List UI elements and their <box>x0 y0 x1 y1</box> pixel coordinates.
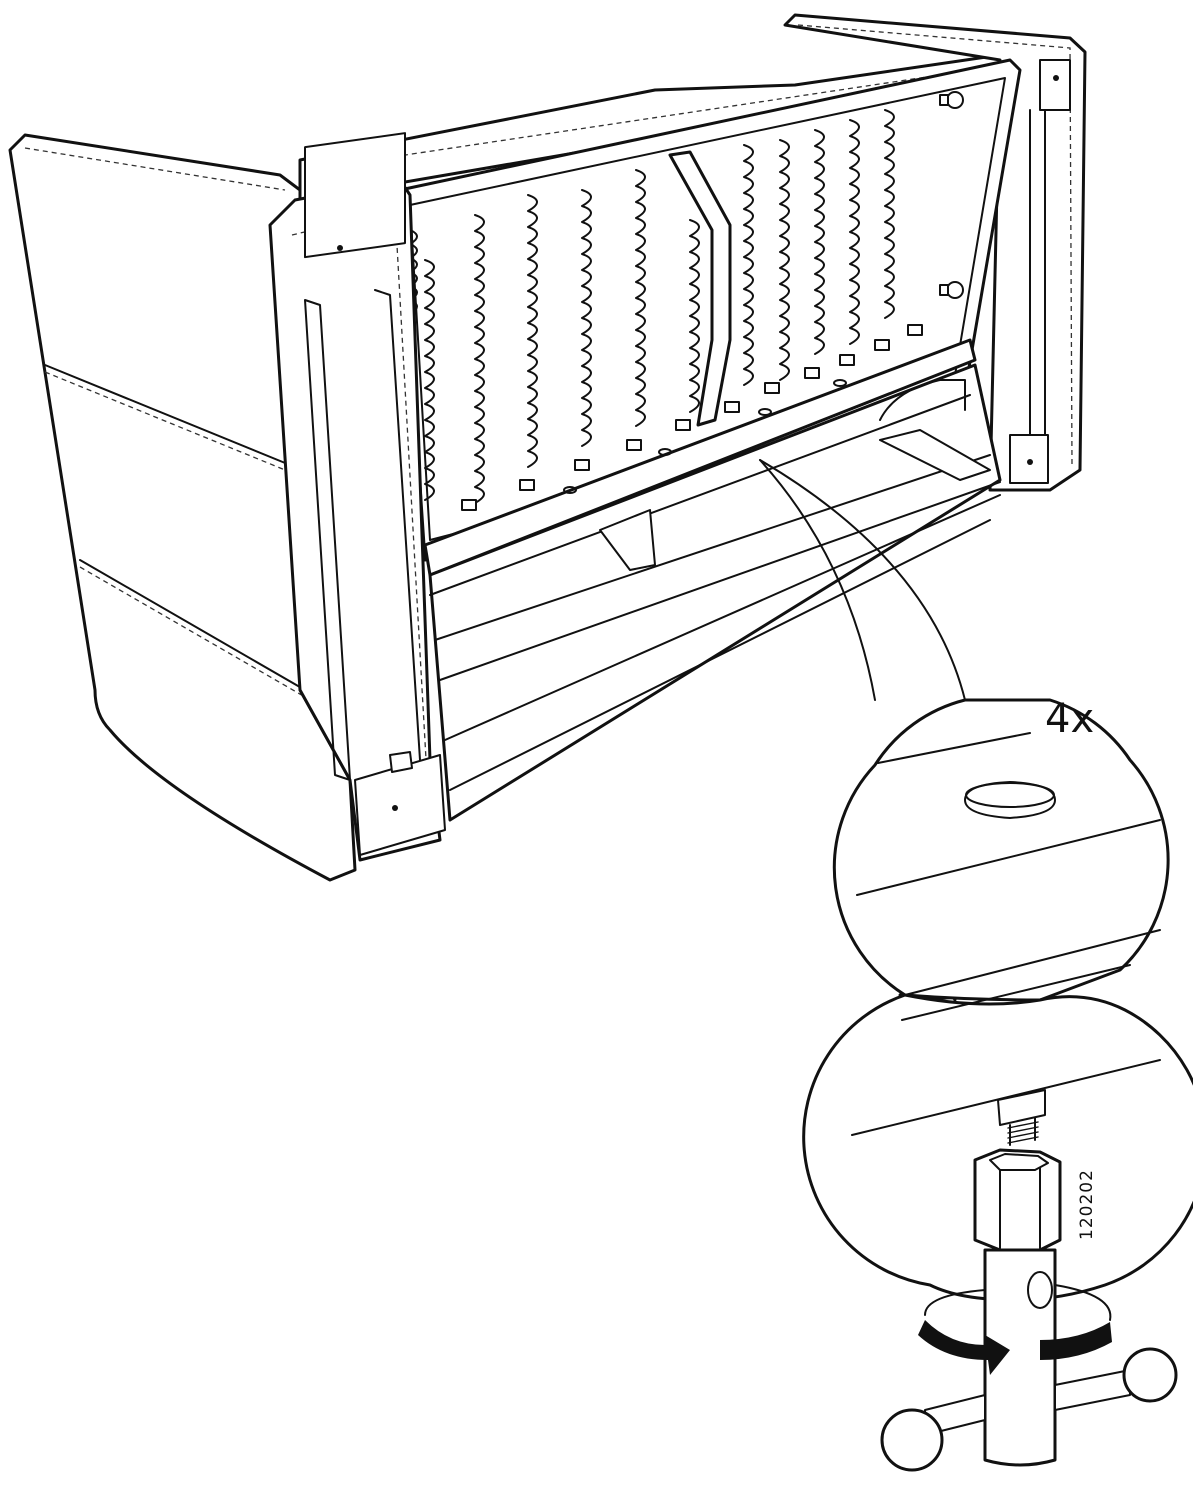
support-wire <box>668 150 732 427</box>
stud-thread <box>1007 1121 1039 1144</box>
clip <box>724 401 740 413</box>
callout-leader <box>759 459 876 701</box>
seat-springs <box>409 109 895 504</box>
rotation-arrow-left <box>918 1320 1010 1375</box>
base-bracket <box>599 509 656 571</box>
sofa-back-stitch <box>304 65 1001 171</box>
stud-thread <box>1009 1117 1036 1146</box>
tommy-bar-knob <box>880 1408 944 1472</box>
bracket <box>389 751 413 773</box>
screw-hole <box>1053 75 1059 81</box>
armrest-seam <box>44 364 291 466</box>
clip <box>764 382 780 394</box>
rotation-path <box>1054 1284 1112 1321</box>
base-runner <box>429 394 971 596</box>
clip <box>461 499 477 511</box>
spring <box>814 129 825 355</box>
right-armrest-stitch <box>797 24 1073 466</box>
spring <box>743 144 754 386</box>
clip <box>519 479 535 491</box>
left-armrest-rail <box>304 299 351 781</box>
clip <box>804 367 820 379</box>
tommy-bar-knob <box>1122 1347 1178 1403</box>
armrest-stitch <box>79 566 306 698</box>
armrest-stitch <box>24 147 286 191</box>
callout-circle-bottom <box>802 993 1193 1302</box>
clip <box>626 439 642 451</box>
rotate-arrow-icon <box>918 1284 1112 1375</box>
rotation-path <box>924 1289 986 1316</box>
callout-top-body <box>832 698 1170 1002</box>
spring <box>527 194 538 468</box>
tommy-bar-right <box>1054 1369 1131 1411</box>
spring <box>884 109 895 319</box>
screw-hole <box>1027 459 1033 465</box>
quantity-label: 4x <box>1045 696 1094 742</box>
clip <box>675 419 691 431</box>
front-cross-rail <box>423 338 977 577</box>
spring <box>779 139 790 381</box>
detail-edge <box>901 964 1131 1021</box>
spring <box>474 214 485 504</box>
clip <box>907 324 923 336</box>
left-armrest <box>8 133 357 882</box>
base-bracket <box>879 429 991 481</box>
armrest-seam <box>79 559 306 691</box>
base-runner <box>449 519 991 791</box>
base-runner <box>444 494 1001 741</box>
socket-wrench-icon <box>880 1148 1178 1472</box>
socket-head <box>973 1148 1062 1252</box>
right-armrest-corner-top <box>1039 59 1071 111</box>
detail-edge <box>856 819 1161 896</box>
detail-callout-circles: 4x 120202 <box>759 459 1193 1302</box>
stud-nut <box>997 1089 1046 1126</box>
base-frame <box>428 363 1002 822</box>
spring <box>849 119 860 345</box>
screw-hole <box>392 805 398 811</box>
screw-hole <box>337 245 343 251</box>
clip <box>874 339 890 351</box>
clip <box>574 459 590 471</box>
spring <box>635 169 646 427</box>
rotation-arrow-right <box>1040 1322 1112 1360</box>
sofa-underside-illustration <box>8 13 1087 882</box>
base-runner <box>434 454 991 641</box>
left-armrest-rail <box>374 289 421 761</box>
clip <box>839 354 855 366</box>
detail-edge <box>877 732 1031 764</box>
spring-clips <box>461 324 923 511</box>
spring <box>581 189 592 447</box>
spring <box>689 219 700 413</box>
tommy-bar-hole <box>1027 1271 1053 1309</box>
callout-leader <box>759 459 966 701</box>
armrest-stitch <box>44 371 291 473</box>
right-armrest-corner-bottom <box>1009 434 1049 484</box>
spring <box>424 259 435 501</box>
base-runner <box>439 481 1001 681</box>
part-code: 120202 <box>1077 1169 1097 1240</box>
base-bracket-curve <box>879 379 966 421</box>
felt-pad-top <box>965 782 1055 808</box>
right-armrest-rail <box>1029 109 1046 441</box>
socket-facets <box>999 1167 1041 1249</box>
detail-edge <box>904 929 1161 996</box>
left-armrest-corner-top <box>304 132 406 259</box>
rail-holes <box>563 379 847 494</box>
